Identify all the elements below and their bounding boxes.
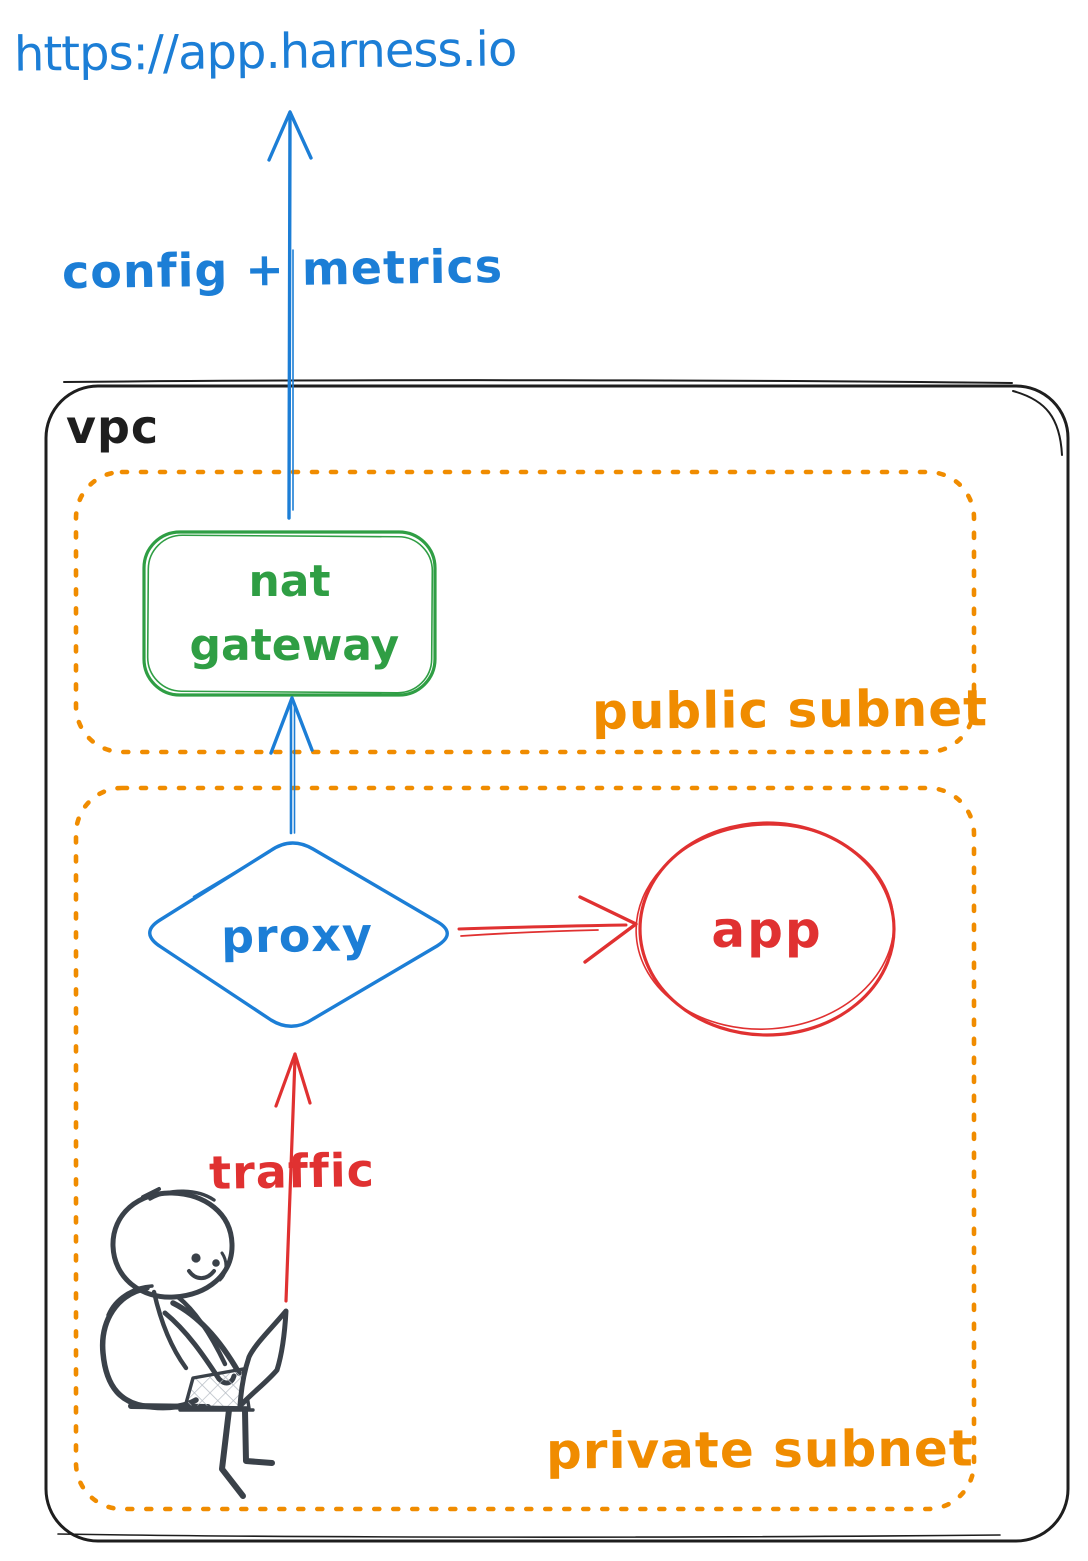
url-label: https://app.harness.io (13, 21, 517, 83)
private-subnet-label: private subnet (545, 1419, 974, 1481)
config-metrics-label: config + metrics (61, 238, 504, 300)
public-subnet-label: public subnet (591, 679, 989, 741)
nat-gateway-label: nat gateway (144, 532, 435, 695)
laptop-screen (237, 1308, 289, 1409)
private-subnet-border (73, 785, 977, 1512)
proxy-to-natgateway-arrow (269, 696, 314, 835)
proxy-to-app-arrow (457, 895, 638, 964)
person-with-laptop-illustration (99, 1187, 289, 1499)
public-subnet-border (73, 469, 977, 755)
nat-gateway-label-text: nat gateway (189, 555, 400, 671)
traffic-arrow (274, 1052, 312, 1303)
traffic-label: traffic (208, 1142, 376, 1200)
vpc-label: vpc (66, 400, 160, 454)
proxy-label: proxy (220, 907, 374, 964)
app-circle (635, 821, 896, 1037)
proxy-diamond (148, 841, 449, 1028)
vpc-box (44, 379, 1070, 1543)
app-label: app (711, 901, 823, 959)
config-metrics-arrow (267, 110, 313, 520)
nat-gateway-box (142, 530, 437, 697)
